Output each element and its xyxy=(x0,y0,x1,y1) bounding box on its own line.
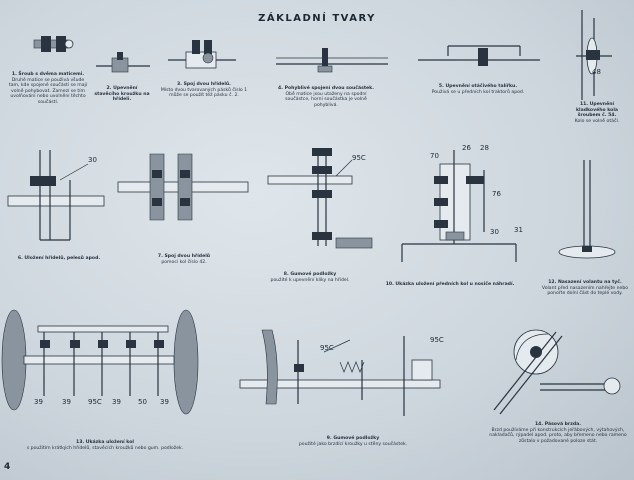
label-39-c: 39 xyxy=(112,398,121,406)
label-26: 26 xyxy=(462,144,471,152)
figure-12-steering-wheel xyxy=(558,160,616,259)
label-28: 28 xyxy=(480,144,489,152)
label-95c-fig8: 95C xyxy=(352,154,366,162)
figure-4-movable-joint xyxy=(276,48,388,73)
page-number: 4 xyxy=(4,462,11,472)
label-39-d: 39 xyxy=(160,398,169,406)
caption-12: 12. Nasazení volantu na tyč.Volant před … xyxy=(541,280,629,297)
label-95c-fig9-a: 95C xyxy=(320,344,334,352)
caption-14: 14. Pásová brzda.Brzd používáme při kons… xyxy=(489,422,627,444)
label-39-b: 39 xyxy=(62,398,71,406)
figure-9-brake-rings xyxy=(239,329,441,416)
caption-1: 1. Šroub s dvěma maticemi.Druhé matice s… xyxy=(8,72,88,105)
caption-3: 3. Spoj dvou hřídelů.Místo dvou tvarovan… xyxy=(160,82,248,99)
figure-2-collar xyxy=(96,52,150,73)
caption-10: 10. Ukázka uložení předních kol u nosiče… xyxy=(385,282,515,287)
figure-6-shaft-bearing xyxy=(7,150,105,241)
label-30-fig10: 30 xyxy=(490,228,499,236)
label-48: 48 xyxy=(592,68,601,76)
figure-7-gear-joint xyxy=(117,153,249,221)
figure-14-band-brake xyxy=(493,329,621,415)
figure-8-crank xyxy=(267,148,373,249)
label-50: 50 xyxy=(138,398,147,406)
figure-11-pulley xyxy=(576,10,612,100)
label-39-a: 39 xyxy=(34,398,43,406)
figure-13-wheel-assembly xyxy=(1,309,199,415)
label-30-fig6: 30 xyxy=(88,156,97,164)
figure-1-bolt xyxy=(33,36,74,52)
figure-10-front-wheel-mount xyxy=(401,150,517,262)
label-76: 76 xyxy=(492,190,501,198)
figure-3-shaft-joint xyxy=(168,40,236,69)
caption-4: 4. Pohyblivé spojení dvou součástek.Obě … xyxy=(278,86,374,108)
caption-11: 11. Upevnění kladkového kola šroubem č. … xyxy=(574,102,620,124)
figure-5-turntable xyxy=(418,45,540,66)
caption-6: 6. Uložení hřídelů, pelesů apod. xyxy=(17,256,101,261)
label-31: 31 xyxy=(514,226,523,234)
caption-2: 2. Upevnění stavěcího kroužku na hřídeli… xyxy=(94,86,150,103)
label-70: 70 xyxy=(430,152,439,160)
caption-5: 5. Upevnění otáčivého talířku.Použivá se… xyxy=(431,84,525,95)
label-95c-fig9-b: 95C xyxy=(430,336,444,344)
page-title: ZÁKLADNÍ TVARY xyxy=(258,13,376,24)
label-95c-fig13: 95C xyxy=(88,398,102,406)
